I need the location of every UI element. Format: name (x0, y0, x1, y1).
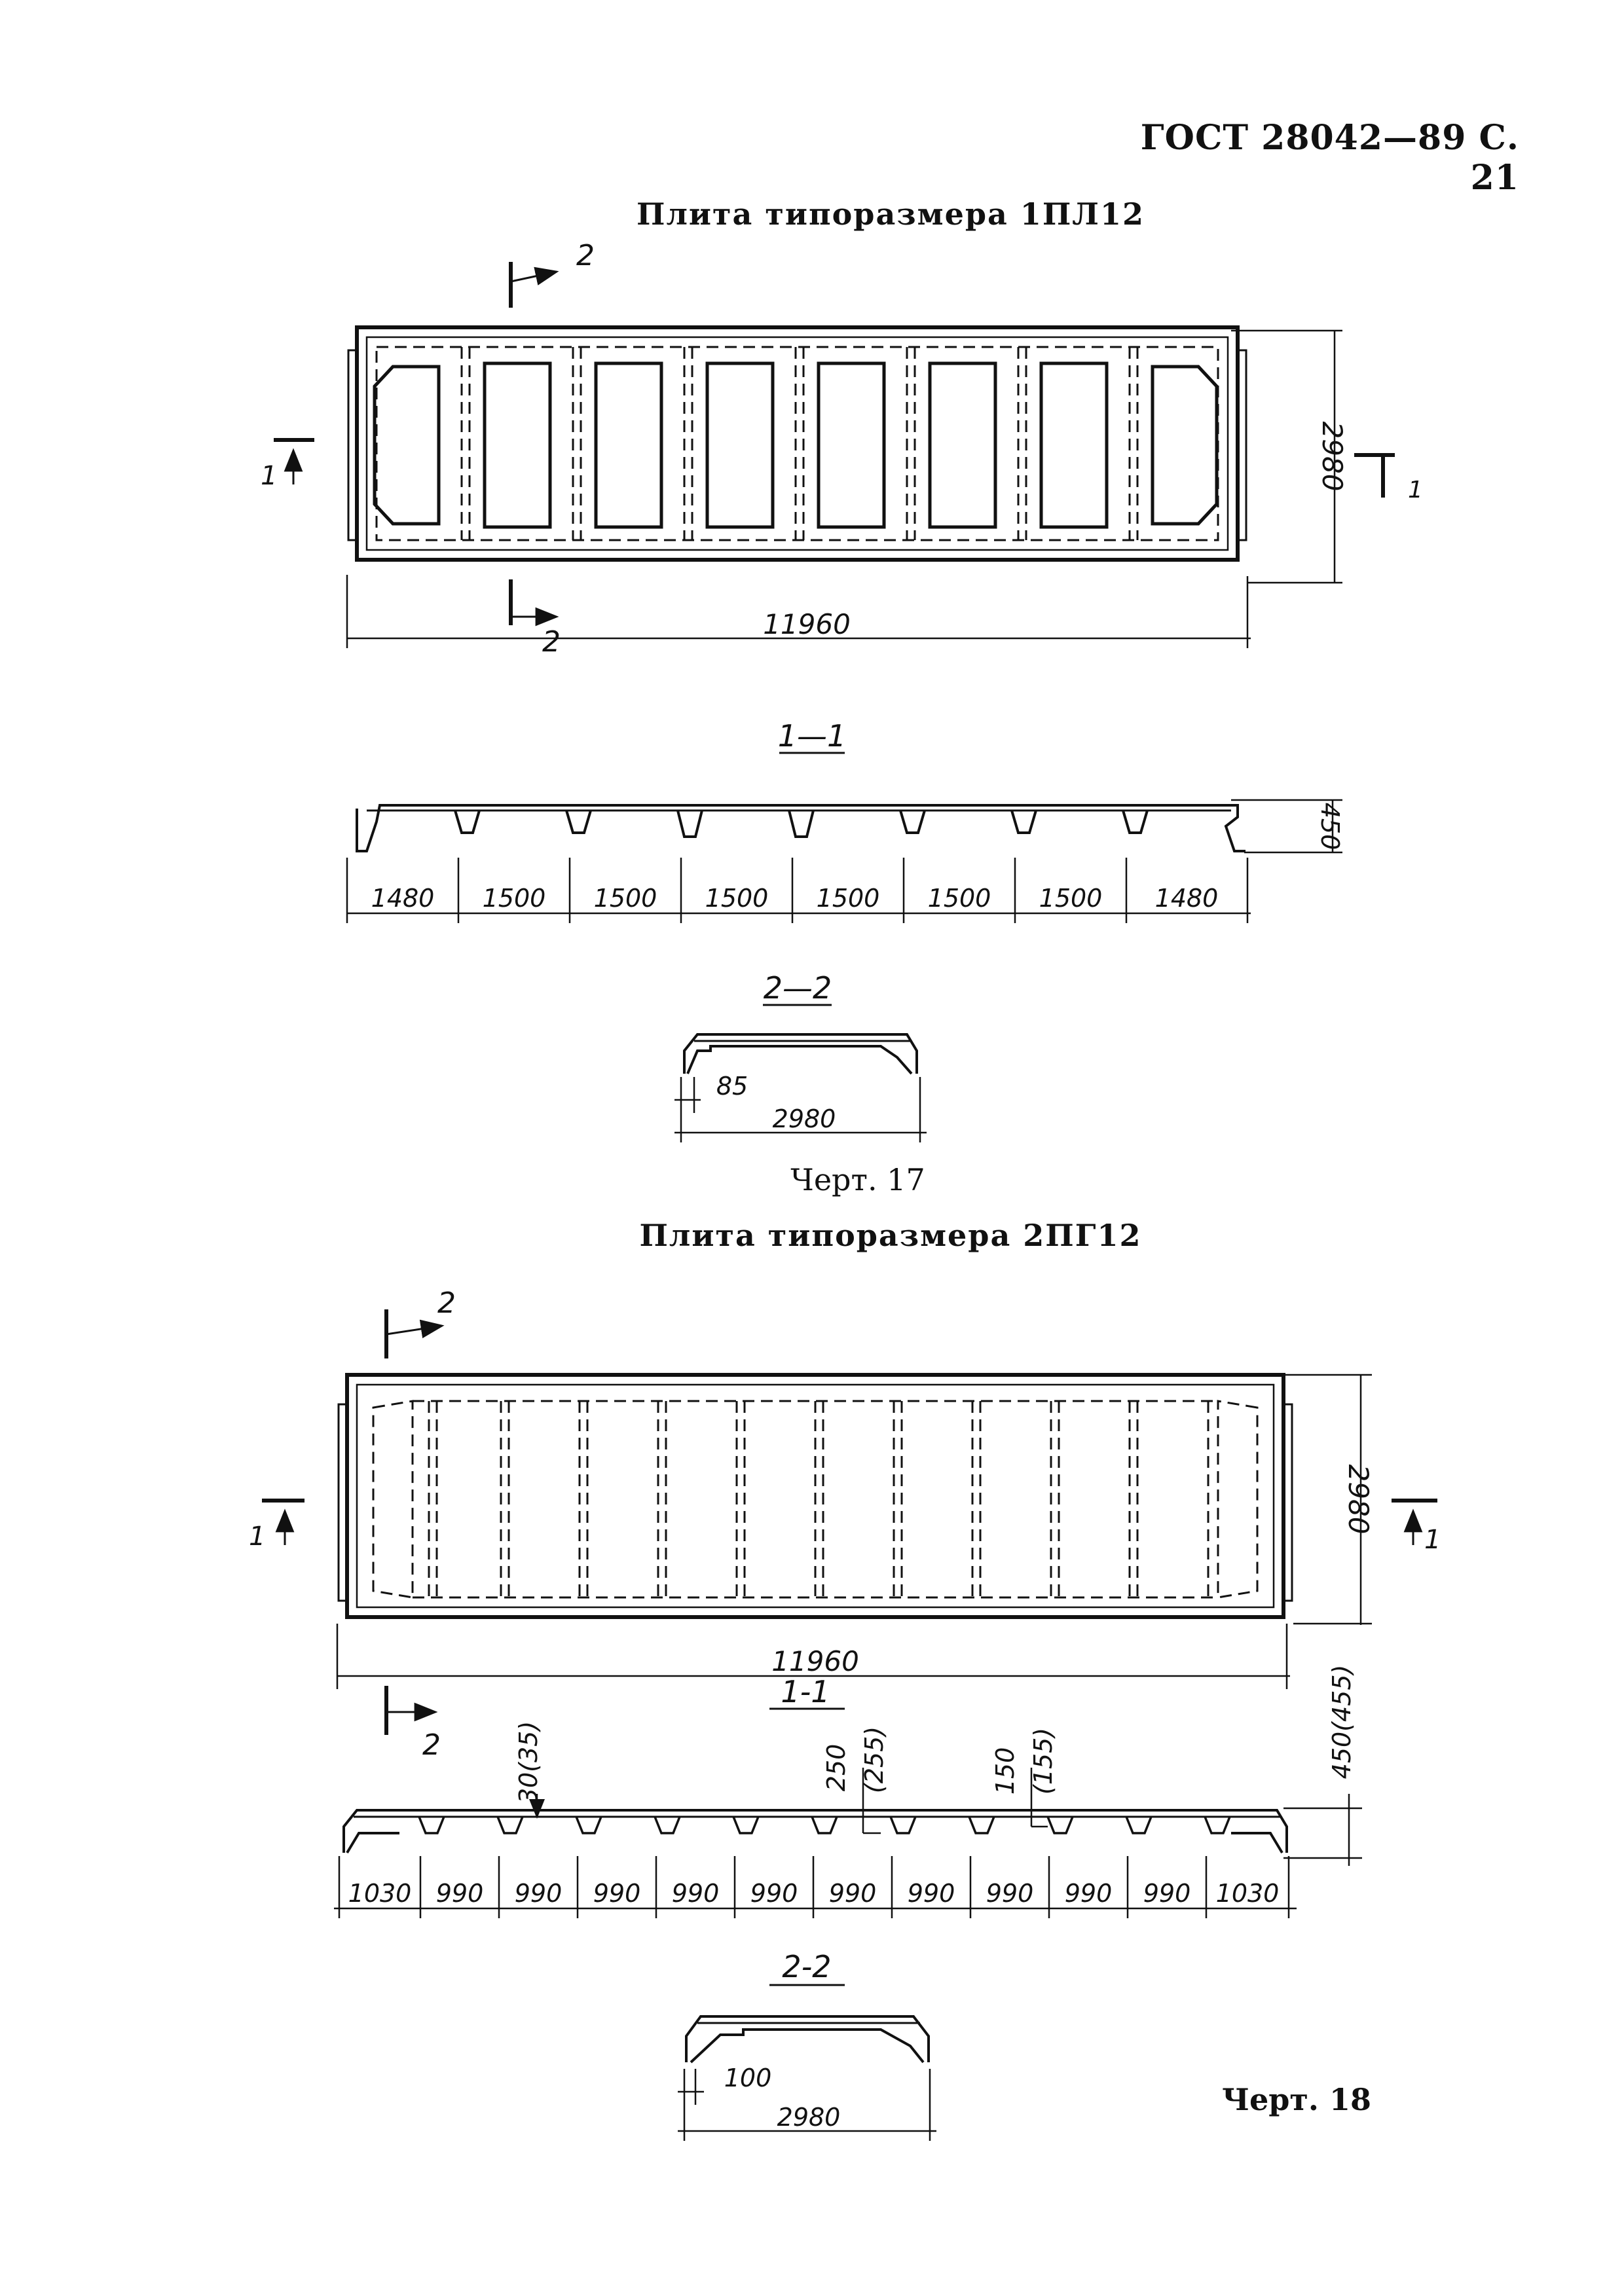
section22-profile17 (674, 1033, 927, 1142)
edge-label17: 85 (716, 1072, 748, 1101)
cut2-top17: 2 (576, 239, 595, 272)
note-250: 250 (822, 1744, 851, 1792)
span18-3: 990 (515, 1879, 563, 1908)
cut1-left18: 1 (249, 1522, 265, 1552)
slab17-openings (373, 361, 1219, 529)
slab17-dimensions (346, 329, 1342, 648)
span18-5: 990 (672, 1879, 720, 1908)
span18-1: 1030 (348, 1879, 412, 1908)
drawing17-caption: Черт. 17 (790, 1162, 925, 1197)
section2-marker17 (509, 262, 559, 627)
note-30-35: 30(35) (514, 1721, 543, 1804)
cut2-bottom17: 2 (542, 625, 561, 659)
edge-label18: 100 (724, 2064, 772, 2092)
sec22-width-label17: 2980 (773, 1104, 836, 1133)
span17-1: 1480 (371, 884, 435, 913)
span18-10: 990 (1065, 1879, 1113, 1908)
width-label18: 2980 (1342, 1465, 1375, 1535)
section2-marker18 (384, 1309, 445, 1735)
span17-2: 1500 (483, 884, 546, 913)
span17-6: 1500 (928, 884, 991, 913)
section11-label18: 1-1 (781, 1674, 830, 1709)
span18-11: 990 (1143, 1879, 1191, 1908)
slab18-dimensions (336, 1374, 1372, 1689)
note-255: (255) (860, 1726, 889, 1793)
span18-7: 990 (829, 1879, 877, 1908)
note-155: (155) (1029, 1728, 1058, 1795)
cut2-top18: 2 (437, 1286, 456, 1320)
cut1-left17: 1 (261, 461, 277, 491)
drawing17-title: Плита типоразмера 1ПЛ12 (637, 196, 1145, 232)
drawing18-caption: Черт. 18 (1222, 2082, 1371, 2117)
page-header: ГОСТ 28042—89 С. 21 (1140, 118, 1519, 198)
slab18-ribs (372, 1400, 1259, 1599)
span18-4: 990 (593, 1879, 641, 1908)
sec22-width-label18: 2980 (777, 2103, 841, 2132)
cut2-bottom18: 2 (422, 1728, 441, 1762)
cut1-right17: 1 (1408, 477, 1423, 503)
drawing18-plan (262, 1309, 1437, 1735)
section22-profile18 (678, 2015, 936, 2141)
span17-4: 1500 (705, 884, 769, 913)
height-label18: 450(455) (1327, 1665, 1356, 1779)
span18-9: 990 (986, 1879, 1034, 1908)
section11-profile17 (346, 799, 1342, 923)
span17-7: 1500 (1039, 884, 1103, 913)
cut1-right18: 1 (1424, 1525, 1441, 1555)
drawing18-title: Плита типоразмера 2ПГ12 (639, 1218, 1142, 1253)
span18-2: 990 (436, 1879, 484, 1908)
span18-12: 1030 (1216, 1879, 1280, 1908)
length-label17: 11960 (763, 608, 851, 640)
section22-label18: 2-2 (782, 1949, 831, 1984)
span17-8: 1480 (1155, 884, 1219, 913)
section11-profile18 (334, 1768, 1362, 1918)
span18-8: 990 (908, 1879, 955, 1908)
drawing17-plan (274, 262, 1395, 648)
section11-label17: 1—1 (778, 718, 847, 754)
section1-marker17 (274, 438, 1395, 498)
section22-label17: 2—2 (764, 970, 832, 1006)
note-150: 150 (991, 1747, 1020, 1795)
span17-5: 1500 (817, 884, 880, 913)
span17-3: 1500 (594, 884, 657, 913)
section1-marker18 (262, 1499, 1437, 1545)
width-label17: 2980 (1316, 422, 1348, 492)
span18-6: 990 (750, 1879, 798, 1908)
slab17-ribs (460, 347, 1139, 540)
length-label18: 11960 (771, 1645, 859, 1677)
height-label17: 450 (1316, 803, 1344, 850)
